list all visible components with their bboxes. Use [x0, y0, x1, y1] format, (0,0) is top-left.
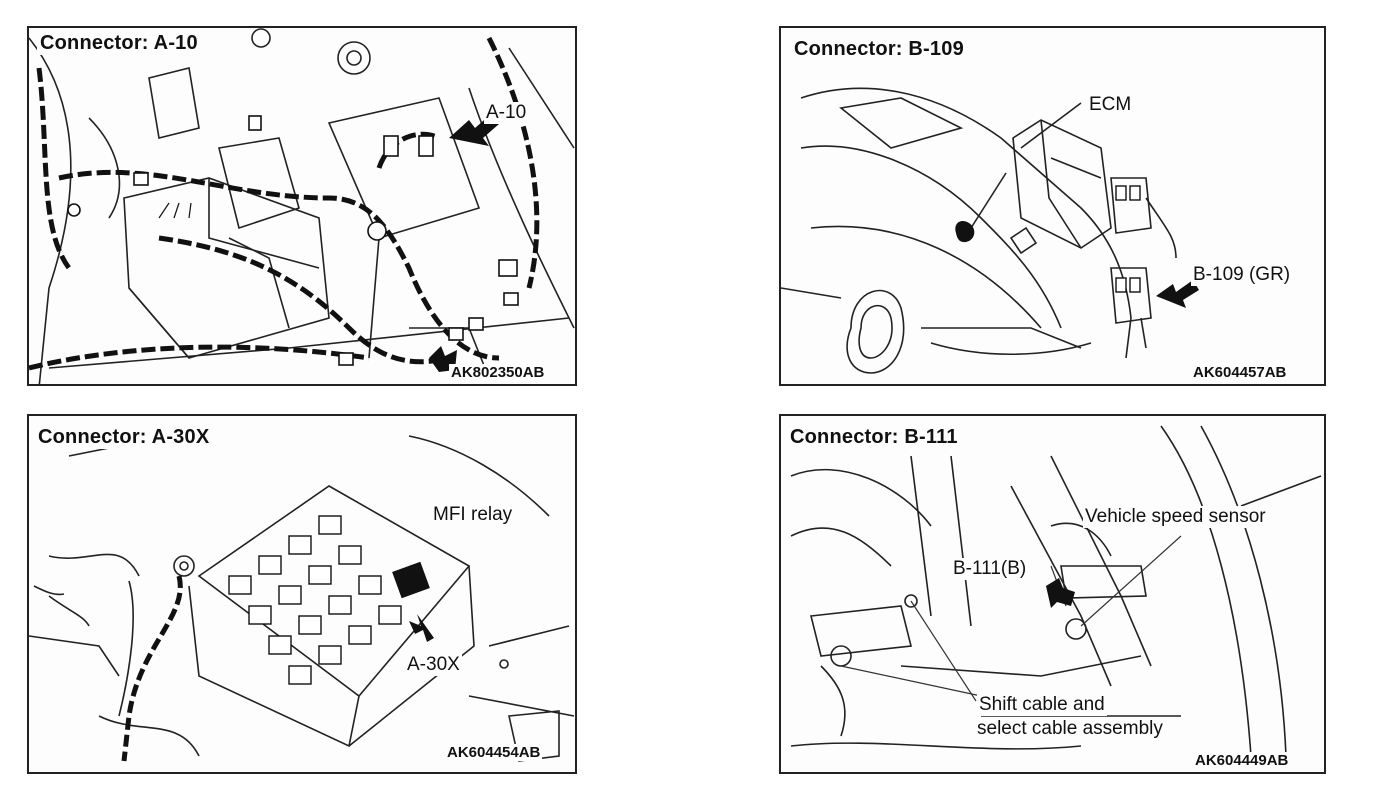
figure-reference-code: AK604454AB: [445, 744, 543, 761]
connector-callout-label: A-10: [484, 102, 529, 124]
panel-connector-a10: Connector: A-10 A-10 AK802350AB: [27, 26, 577, 386]
figure-reference-code: AK802350AB: [449, 364, 547, 381]
vehicle-front-illustration-b109: [781, 87, 1199, 374]
figure-reference-code: AK604449AB: [1193, 752, 1291, 769]
panel-title: Connector: A-10: [37, 32, 201, 55]
shift-cable-label-line1: Shift cable and: [977, 694, 1107, 716]
mfi-relay-label: MFI relay: [431, 504, 515, 526]
panel-title: Connector: A-30X: [35, 426, 213, 449]
shift-cable-label-line2: select cable assembly: [975, 718, 1165, 740]
transmission-illustration-b111: [790, 425, 1322, 757]
engine-bay-illustration-a10: [29, 28, 575, 384]
ecm-label: ECM: [1087, 94, 1134, 116]
panel-connector-a30x: Connector: A-30X MFI relay A-30X AK60445…: [27, 414, 577, 774]
figure-reference-code: AK604457AB: [1191, 364, 1289, 381]
panel-title: Connector: B-111: [787, 426, 961, 449]
connector-callout-label: A-30X: [405, 654, 462, 676]
vehicle-speed-sensor-label: Vehicle speed sensor: [1083, 506, 1268, 528]
connector-callout-label: B-111(B): [951, 558, 1029, 580]
panel-title: Connector: B-109: [791, 38, 967, 61]
panel-connector-b109: Connector: B-109 ECM B-109 (GR) AK604457…: [779, 26, 1326, 386]
connector-callout-label: B-109 (GR): [1191, 264, 1293, 286]
panel-connector-b111: Connector: B-111 Vehicle speed sensor B-…: [779, 414, 1326, 774]
relay-box-illustration-a30x: [29, 435, 575, 762]
